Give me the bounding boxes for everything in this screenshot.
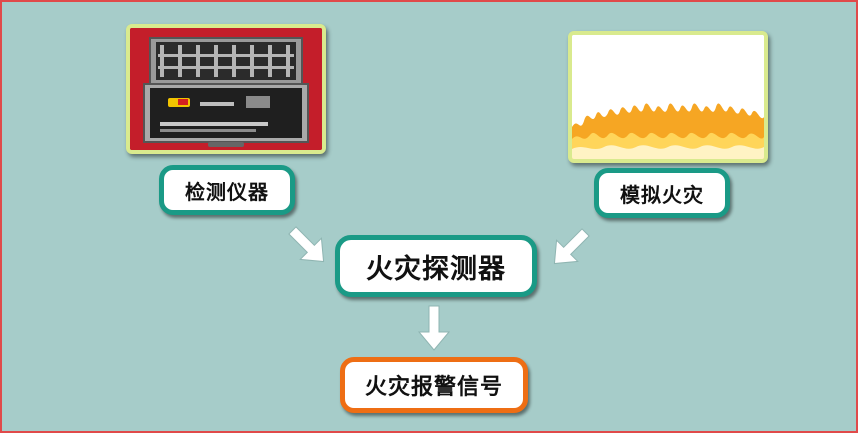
- fire-alarm-signal-label-text: 火灾报警信号: [364, 375, 503, 400]
- flames-drawing: [572, 35, 764, 159]
- arrow-detector-to-alarm-icon: [417, 305, 451, 351]
- instrument-case-drawing: [130, 28, 322, 150]
- instrument-label: 检测仪器: [159, 165, 295, 215]
- flames-picture: [568, 31, 768, 163]
- arrow-fire-to-detector-icon: [553, 228, 590, 265]
- simulated-fire-label: 模拟火灾: [594, 168, 730, 218]
- instrument-label-text: 检测仪器: [185, 179, 269, 204]
- instrument-case-photo: [126, 24, 326, 154]
- fire-detector-label: 火灾探测器: [335, 235, 537, 297]
- fire-alarm-signal-label: 火灾报警信号: [340, 357, 528, 413]
- arrow-instrument-to-detector-icon: [288, 226, 325, 263]
- fire-detector-label-text: 火灾探测器: [366, 253, 506, 285]
- simulated-fire-label-text: 模拟火灾: [620, 182, 704, 207]
